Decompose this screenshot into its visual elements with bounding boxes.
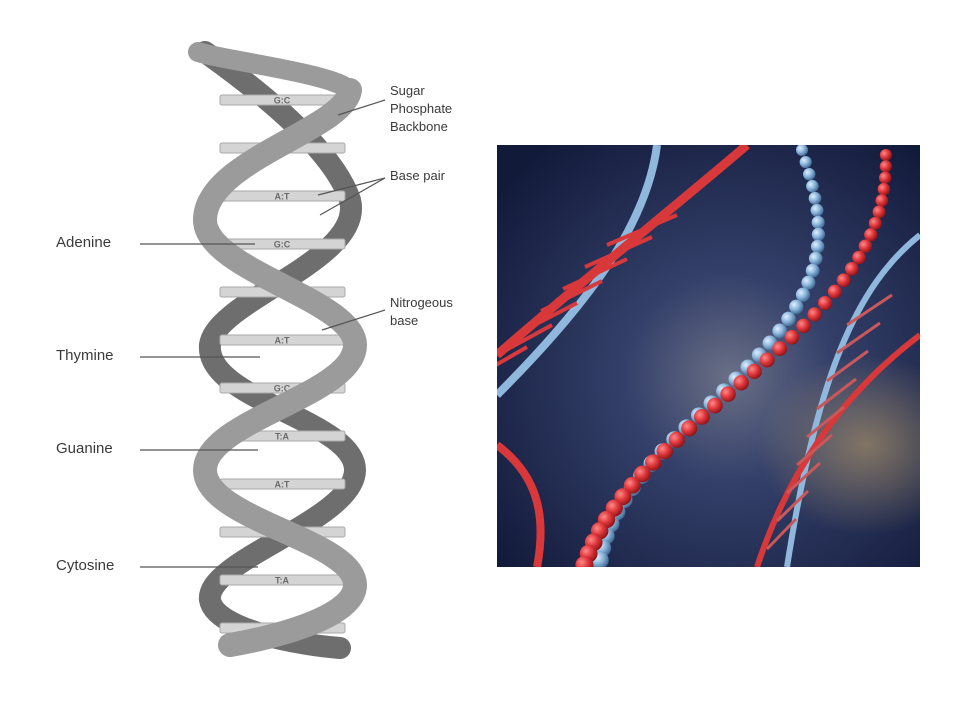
bead xyxy=(575,556,594,567)
leader-nitro xyxy=(321,309,386,331)
ribbon-rung xyxy=(540,279,603,313)
bead xyxy=(868,216,882,230)
ribbon-rung xyxy=(562,257,628,291)
leader-base-pair-b xyxy=(319,177,386,216)
label-backbone-line2: Phosphate xyxy=(390,101,453,116)
base-pair-letters: G:C xyxy=(274,240,291,250)
leader-base-pair-a xyxy=(317,177,386,196)
ribbon-rung xyxy=(584,235,653,269)
bead xyxy=(789,299,804,314)
bead xyxy=(759,352,775,368)
bead xyxy=(668,431,685,448)
bead xyxy=(781,311,796,327)
bead xyxy=(810,203,824,217)
bead xyxy=(681,420,698,437)
bead xyxy=(796,318,811,334)
bead xyxy=(844,262,859,276)
bead xyxy=(707,397,723,414)
dna-illustration-image xyxy=(497,145,920,567)
bead xyxy=(827,284,842,299)
backbone-strand-back xyxy=(194,41,367,659)
backbone-strand-front-top xyxy=(188,42,360,102)
label-guanine: Guanine xyxy=(56,440,113,457)
bead xyxy=(810,239,825,254)
bead xyxy=(879,160,892,173)
bead xyxy=(875,194,889,207)
bead xyxy=(818,295,833,311)
bead xyxy=(879,171,892,184)
leader-lines xyxy=(140,99,386,568)
bead xyxy=(796,145,808,156)
ribbon-rung xyxy=(785,461,822,495)
bead xyxy=(623,476,641,494)
ribbon-rung xyxy=(826,349,869,383)
base-pair-letters: T:A xyxy=(275,432,289,442)
label-base-pair: Base pair xyxy=(390,168,445,183)
bead xyxy=(872,205,886,219)
label-cytosine: Cytosine xyxy=(56,557,115,574)
ribbon-rung xyxy=(497,345,528,367)
bead xyxy=(634,465,651,483)
bead xyxy=(772,341,788,357)
bead xyxy=(808,251,823,266)
bead xyxy=(803,167,816,181)
bead xyxy=(877,182,891,196)
bead xyxy=(807,307,822,322)
ribbon-rung xyxy=(816,377,857,411)
bead xyxy=(852,250,866,265)
bead xyxy=(772,323,788,339)
base-pair-letters: A:T xyxy=(275,192,290,202)
bead xyxy=(799,155,812,169)
label-nitro-line2: base xyxy=(390,313,419,328)
bead xyxy=(694,409,710,425)
bead xyxy=(864,228,878,242)
ribbon-rung xyxy=(836,321,881,355)
ribbon-helix-right xyxy=(754,232,920,567)
ribbon-rung xyxy=(806,405,845,439)
ribbon-rung xyxy=(846,293,893,327)
ribbon-rung xyxy=(606,213,678,247)
bead xyxy=(811,227,826,242)
ribbon-rung xyxy=(775,489,810,523)
label-backbone-line3: Backbone xyxy=(390,119,448,134)
ribbon-rung xyxy=(765,517,798,551)
bead xyxy=(645,454,662,471)
label-adenine: Adenine xyxy=(56,234,112,251)
label-thymine: Thymine xyxy=(56,347,114,364)
label-backbone-line1: Sugar xyxy=(390,83,425,98)
bead xyxy=(836,273,851,288)
ribbon-helix-left xyxy=(497,145,750,567)
bead xyxy=(656,442,673,460)
bead xyxy=(795,287,810,302)
bead xyxy=(746,363,762,379)
backbone-strand-front xyxy=(192,78,368,657)
bead xyxy=(720,386,736,402)
ribbon-rung xyxy=(518,301,578,335)
bead xyxy=(879,149,892,161)
ribbon-rung xyxy=(497,323,553,357)
bead-strand-red xyxy=(575,149,892,567)
bead xyxy=(858,239,872,253)
base-pair-letters: G:C xyxy=(274,96,291,106)
base-pair-letters: T:A xyxy=(275,576,289,586)
bead xyxy=(784,329,800,345)
base-pair-letters: A:T xyxy=(275,336,290,346)
bead xyxy=(808,191,822,205)
bead xyxy=(801,275,816,290)
leader-backbone xyxy=(337,99,386,116)
bead xyxy=(806,179,819,193)
bead xyxy=(811,215,825,229)
base-pair-letters: A:T xyxy=(275,480,290,490)
ribbon-rung xyxy=(796,433,833,467)
bead xyxy=(733,375,749,391)
bead xyxy=(805,263,820,278)
base-pair-letters: G:C xyxy=(274,384,291,394)
label-nitro-line1: Nitrogeous xyxy=(390,295,453,310)
